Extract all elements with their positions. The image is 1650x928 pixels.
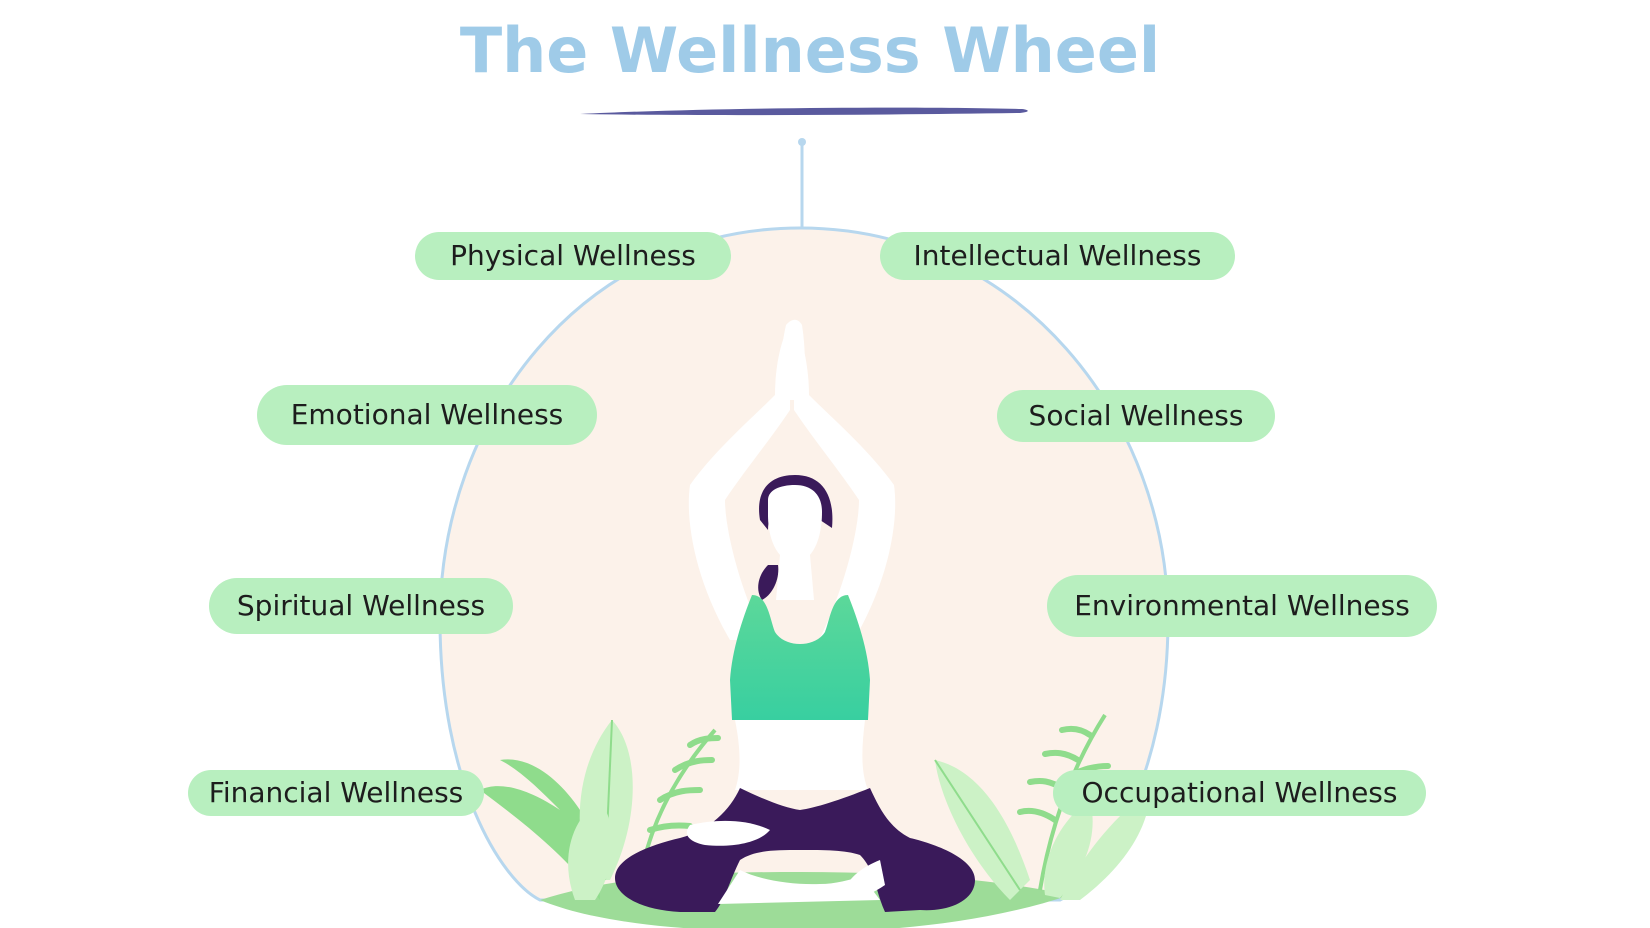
label-spiritual-wellness: Spiritual Wellness: [209, 578, 513, 634]
label-intellectual-wellness: Intellectual Wellness: [880, 232, 1235, 280]
page-title: The Wellness Wheel: [459, 14, 1161, 87]
label-physical-wellness: Physical Wellness: [415, 232, 731, 280]
label-financial-wellness: Financial Wellness: [188, 770, 484, 816]
woman-meditating-figure: [615, 319, 975, 912]
connector-dot: [798, 138, 806, 146]
label-environmental-wellness: Environmental Wellness: [1047, 575, 1437, 637]
label-social-wellness: Social Wellness: [997, 390, 1275, 442]
label-emotional-wellness: Emotional Wellness: [257, 385, 597, 445]
leaf-plant-left: [480, 719, 721, 900]
title-underline: [580, 107, 1028, 116]
label-occupational-wellness: Occupational Wellness: [1053, 770, 1426, 816]
